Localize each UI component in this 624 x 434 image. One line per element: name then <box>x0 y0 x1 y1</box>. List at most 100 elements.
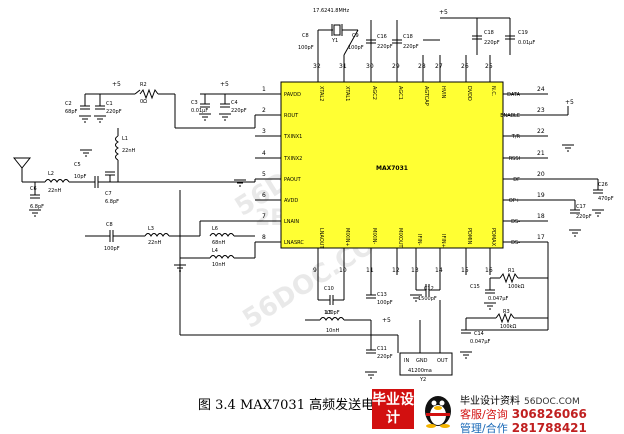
antenna-icon <box>12 157 32 169</box>
left-pins: 1 2 3 4 5 6 7 8 PAVDD ROUT TXINX1 TXINX2… <box>255 86 304 246</box>
pin-label-9: LNAOUT <box>318 228 324 249</box>
c7-label: C7 <box>105 191 112 197</box>
pin-label-21: RSSI <box>509 156 520 162</box>
pin-label-24: DATA <box>507 92 520 98</box>
pin-label-13: IFIN- <box>416 234 422 246</box>
lna-section: C8 100pF L3 22nH L6 68nH L4 10nH <box>85 190 398 336</box>
pin-label-3: TXINX1 <box>283 134 302 140</box>
pin-label-27: HVIN <box>440 86 446 99</box>
c18-value: 220pF <box>403 44 419 50</box>
qq-penguin-icon <box>425 396 451 428</box>
c13-label: C13 <box>377 292 387 298</box>
pin-num-27: 27 <box>435 63 443 70</box>
c6-label: C6 <box>30 186 37 192</box>
c11-label: C11 <box>377 346 387 352</box>
pin-num-32: 32 <box>313 63 321 70</box>
footer-site: 56DOC.COM <box>524 397 580 407</box>
c18-label: C18 <box>403 34 413 40</box>
pin-num-26: 26 <box>461 63 469 70</box>
reg-name: Y2 <box>419 377 426 383</box>
pin-num-30: 30 <box>366 63 374 70</box>
pin-num-2: 2 <box>262 107 266 114</box>
pin-num-23: 23 <box>537 107 545 114</box>
pin-num-1: 1 <box>262 86 266 93</box>
pin-label-5: PAOUT <box>284 177 302 183</box>
l5-value: 10nH <box>326 328 340 334</box>
pin-label-31: XTAL1 <box>344 86 350 101</box>
c19-label: C19 <box>518 30 528 36</box>
c9-label: C9 <box>352 33 359 39</box>
r2-value: 0Ω <box>140 99 147 105</box>
pin-label-20: DF <box>513 177 520 183</box>
c13-value: 100pF <box>377 300 393 306</box>
l4-label: L4 <box>212 248 218 254</box>
pin-label-15: PDMIN <box>466 228 472 245</box>
footer-line1-number: 306826066 <box>511 407 587 421</box>
pin-num-31: 31 <box>339 63 347 70</box>
regulator-box <box>399 352 453 376</box>
pin-num-12: 12 <box>392 267 400 274</box>
c18b-label: C18 <box>484 30 494 36</box>
l6-value: 68nH <box>212 240 226 246</box>
pin-label-8: LNASRC <box>284 240 304 246</box>
reg-out: OUT <box>437 358 449 364</box>
c12-label: C12 <box>424 286 434 292</box>
crystal-freq: 17.6241.8MHz <box>313 8 350 14</box>
pin-label-7: LNAIN <box>284 219 299 225</box>
footer-line2-number: 281788421 <box>511 421 587 434</box>
pin-num-17: 17 <box>537 234 545 241</box>
pin-num-5: 5 <box>262 171 266 178</box>
c3-label: C3 <box>191 100 198 106</box>
l2-label: L2 <box>48 171 54 177</box>
ground-symbols <box>29 113 604 379</box>
pin-num-7: 7 <box>262 213 266 220</box>
pin-num-29: 29 <box>392 63 400 70</box>
c3-value: 0.01μF <box>191 108 208 114</box>
vcc-left: +5 <box>112 81 121 88</box>
c11-value: 220pF <box>377 354 393 360</box>
pin-num-6: 6 <box>262 192 266 199</box>
pin-label-26: DVDD <box>466 86 472 101</box>
reg-part: 41200ma <box>408 368 432 374</box>
footer-line2-label: 管理/合作 <box>460 422 508 434</box>
left-supply-section: +5 R2 0Ω C2 68pF C1 220pF +5 C3 0.01μF C… <box>65 81 256 129</box>
pin-num-13: 13 <box>411 267 419 274</box>
pin-label-10: MIXIN+ <box>344 228 350 247</box>
pin-num-10: 10 <box>339 267 347 274</box>
pin-label-18: DS- <box>511 219 520 225</box>
c5-value: 10pF <box>74 174 87 180</box>
c19-value: 0.01μF <box>518 40 535 46</box>
c1-value: 220pF <box>106 109 122 115</box>
r2-label: R2 <box>140 82 147 88</box>
pin-num-28: 28 <box>418 63 426 70</box>
c8-value: 100pF <box>298 45 314 51</box>
c15-value: 0.047μF <box>488 296 508 302</box>
top-pins: 32 31 30 29 28 27 26 25 XTAL2 XTAL1 AGC2… <box>313 55 496 106</box>
c2-label: C2 <box>65 101 72 107</box>
c9-value: 100pF <box>348 45 364 51</box>
c4-value: 220pF <box>231 108 247 114</box>
c10-label: C10 <box>324 286 334 292</box>
pin-label-14: IFIN+ <box>440 234 446 248</box>
reg-gnd: GND <box>416 358 428 364</box>
vcc-enable: +5 <box>565 99 574 106</box>
vcc-top: +5 <box>439 9 448 16</box>
l1-value: 22nH <box>122 148 136 154</box>
c5-label: C5 <box>74 162 81 168</box>
vcc-left2: +5 <box>220 81 229 88</box>
pin-num-15: 15 <box>461 267 469 274</box>
pin-num-18: 18 <box>537 213 545 220</box>
pin-label-2: ROUT <box>284 113 299 119</box>
pin-label-22: T/R <box>511 134 521 140</box>
pin-num-4: 4 <box>262 150 266 157</box>
y1-label: Y1 <box>331 38 338 44</box>
right-pins: 24 23 22 21 20 19 18 17 DATA ENABLE T/R … <box>500 86 548 246</box>
c6-value: 6.8pF <box>30 204 44 210</box>
pin-label-19: OP+ <box>509 198 520 204</box>
c18b-value: 220pF <box>484 40 500 46</box>
pin-label-16: PDMAX <box>490 228 496 247</box>
r3-value: 100kΩ <box>500 324 516 330</box>
l6-label: L6 <box>212 226 218 232</box>
c17-value: 220pF <box>576 214 592 220</box>
